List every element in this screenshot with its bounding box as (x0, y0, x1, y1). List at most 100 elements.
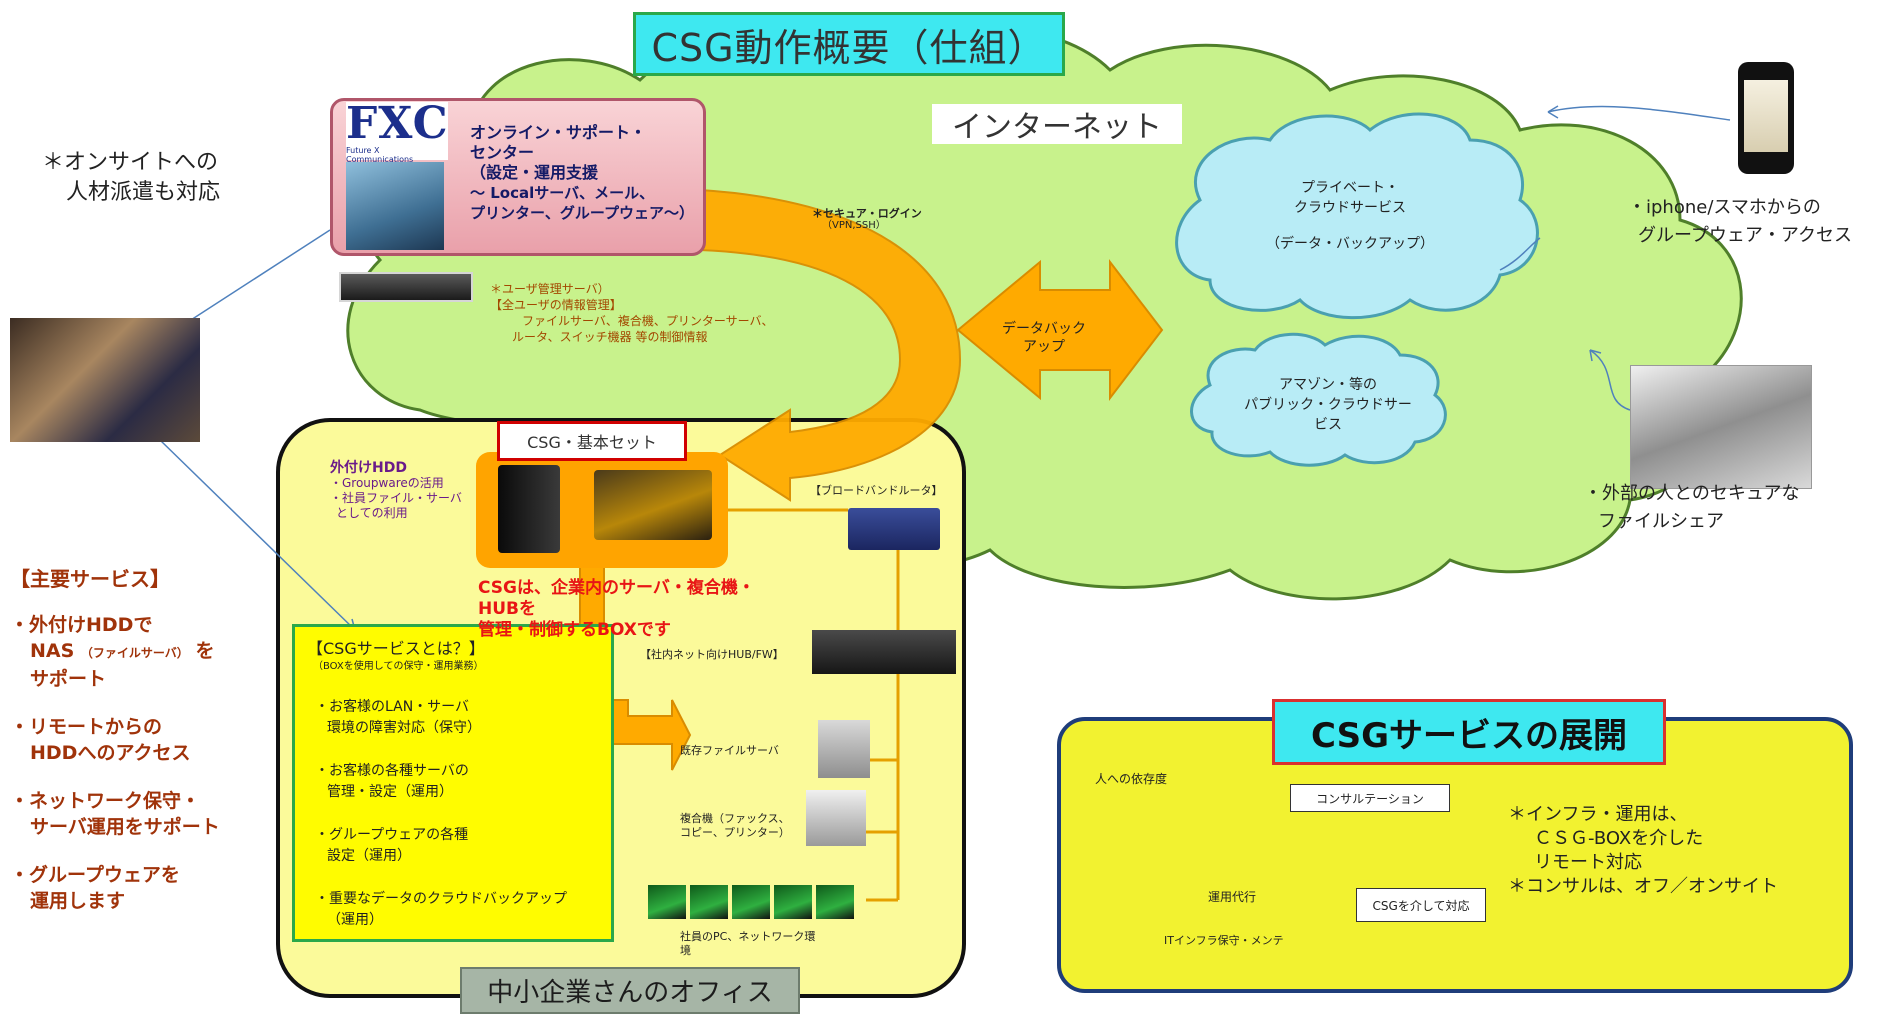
hdd-line3: としての利用 (336, 506, 408, 520)
csg-basic-set-label: CSG・基本セット (497, 421, 687, 461)
service-item-groupware: ・グループウェアを 運用します (10, 862, 220, 914)
external-caption: ・外部の人とのセキュアな ファイルシェア (1584, 480, 1799, 536)
service-item-groupware-line2: 運用します (30, 890, 126, 912)
service-item-network-line2: サーバ運用をサポート (30, 816, 220, 838)
dependency-axis-label: 人への依存度 (1095, 772, 1168, 786)
network-lines (720, 508, 900, 902)
iphone-caption-line2: グループウェア・アクセス (1638, 225, 1853, 246)
internal-hub-label: 【社内ネット向けHUB/FW】 (640, 648, 784, 661)
service-item-nas-particle: を (195, 640, 215, 662)
fxc-logo-text: FXC (346, 98, 449, 149)
employee-pc-label: 社員のPC、ネットワーク環 境 (680, 930, 815, 958)
server-rack-icon (339, 272, 473, 302)
operator-photo (346, 162, 444, 250)
public-cloud-text: アマゾン・等の パブリック・クラウドサー ビス (1228, 375, 1428, 435)
onsite-note-line2: 人材派遣も対応 (66, 180, 221, 205)
file-server-pc-icon (818, 720, 870, 778)
csg-service-item2-line2: 管理・設定（運用） (327, 784, 453, 800)
csg-service-item4: ・重要なデータのクラウドバックアップ （運用） (315, 889, 567, 931)
service-item-network: ・ネットワーク保守・ サーバ運用をサポート (10, 788, 220, 840)
operation-agency-label: 運用代行 (1208, 890, 1257, 904)
page-title: CSG動作概要（仕組） (633, 12, 1065, 76)
employee-pc-line2: 境 (680, 944, 691, 957)
service-item-remote-line1: ・リモートからの (10, 716, 163, 738)
public-cloud-line1: アマゾン・等の (1279, 377, 1377, 393)
employee-pc-line1: 社員のPC、ネットワーク環 (680, 930, 816, 943)
support-line1: オンライン・サポート・ (470, 123, 647, 142)
mfp-label: 複合機（ファックス、 コピー、プリンター） (680, 812, 790, 840)
it-infra-label: ITインフラ保守・メンテ (1164, 934, 1284, 947)
smartphone-icon (1738, 62, 1794, 174)
service-item-nas: ・外付けHDDで NAS （ファイルサーバ） を サポート (10, 612, 220, 692)
csg-service-item1-line2: 環境の障害対応（保守） (327, 720, 481, 736)
csg-service-item3-line2: 設定（運用） (327, 848, 411, 864)
service-item-groupware-line1: ・グループウェアを (10, 864, 180, 886)
onsite-note: ＊オンサイトへの 人材派遣も対応 (42, 148, 220, 208)
expansion-note-line2: ＣＳＧ-BOXを介した (1534, 828, 1704, 849)
secure-login-arrow (699, 188, 962, 502)
main-services-heading: 【主要サービス】 (10, 567, 170, 591)
hdd-heading: 外付けHDD (330, 460, 407, 476)
hdd-line1: ・Groupwareの活用 (330, 476, 444, 490)
consulting-label: コンサルテーション (1290, 784, 1450, 812)
data-backup-line2: アップ (1023, 339, 1065, 355)
csg-service-item1: ・お客様のLAN・サーバ 環境の障害対応（保守） (315, 697, 481, 739)
service-item-remote-line2: HDDへのアクセス (30, 742, 191, 764)
csg-service-subtitle: （BOXを使用しての保守・運用業務） (313, 661, 484, 672)
fxc-logo-sub: Future X Communications (346, 146, 414, 164)
existing-file-server-label: 既存ファイルサーバ (680, 744, 779, 757)
user-mgmt-server-text: ＊ユーザ管理サーバ） 【全ユーザの情報管理】 ファイルサーバ、複合機、プリンター… (490, 281, 774, 345)
employee-laptops-icon (648, 885, 862, 923)
csg-service-item3: ・グループウェアの各種 設定（運用） (315, 825, 468, 867)
mfp-line1: 複合機（ファックス、 (680, 812, 790, 825)
user-mgmt-line4: ルータ、スイッチ機器 等の制御情報 (512, 330, 708, 344)
secure-login-label: ＊セキュア・ログイン （VPN,SSH） (812, 208, 922, 232)
expansion-note-line4: ＊コンサルは、オフ／オンサイト (1508, 876, 1778, 897)
service-item-nas-line3: サポート (30, 668, 107, 690)
internet-label: インターネット (932, 104, 1182, 145)
csg-service-item3-line1: ・グループウェアの各種 (315, 827, 469, 843)
mfp-line2: コピー、プリンター） (680, 826, 790, 839)
csg-desc-line2: HUBを (478, 599, 536, 619)
private-cloud-line3: （データ・バックアップ） (1266, 236, 1434, 252)
iphone-caption-line1: ・iphone/スマホからの (1628, 197, 1821, 218)
support-line5: プリンター、グループウェア～） (470, 204, 694, 222)
broadband-router-label: 【ブロードバンドルータ】 (810, 484, 943, 497)
user-mgmt-line1: ＊ユーザ管理サーバ） (490, 282, 610, 296)
hdd-line2: ・社員ファイル・サーバ (330, 491, 462, 505)
private-cloud-line2: クラウドサービス (1294, 200, 1406, 216)
public-cloud-line3: ビス (1314, 417, 1342, 433)
data-backup-arrow (956, 259, 1164, 401)
external-caption-line2: ファイルシェア (1598, 511, 1724, 532)
csg-service-item4-line2: （運用） (327, 912, 383, 928)
private-cloud-text: プライベート・ クラウドサービス （データ・バックアップ） (1250, 178, 1450, 254)
secure-login-line1: ＊セキュア・ログイン (812, 207, 922, 220)
csg-desc-line1: CSGは、企業内のサーバ・複合機・ (478, 578, 755, 598)
support-center-text: オンライン・サポート・ センター （設定・運用支援 ～ Localサーバ、メール… (470, 123, 694, 223)
public-cloud (1190, 332, 1447, 467)
hub-icon (812, 630, 956, 674)
private-cloud-line1: プライベート・ (1301, 180, 1399, 196)
csg-service-box: 【CSGサービスとは？】 （BOXを使用しての保守・運用業務） ・お客様のLAN… (292, 624, 614, 942)
data-backup-label: データバック アップ (1002, 320, 1086, 356)
support-line3: （設定・運用支援 (470, 163, 599, 182)
service-item-nas-small: （ファイルサーバ） (80, 646, 189, 660)
service-item-remote: ・リモートからの HDDへのアクセス (10, 714, 220, 766)
onsite-note-line1: ＊オンサイトへの (42, 150, 219, 175)
csg-service-item2-line1: ・お客様の各種サーバの (315, 763, 469, 779)
external-caption-line1: ・外部の人とのセキュアな (1584, 483, 1800, 504)
support-line4: ～ Localサーバ、メール、 (470, 184, 655, 202)
laptop-lock-icon (1630, 365, 1812, 489)
office-title: 中小企業さんのオフィス (460, 967, 800, 1014)
external-hdd-text: 外付けHDD ・Groupwareの活用 ・社員ファイル・サーバ としての利用 (330, 461, 462, 521)
team-photo (10, 318, 200, 442)
expansion-note-line1: ＊インフラ・運用は、 (1508, 804, 1688, 825)
service-item-network-line1: ・ネットワーク保守・ (10, 790, 201, 812)
csg-service-title: 【CSGサービスとは？】 (307, 639, 485, 658)
main-services: 【主要サービス】 ・外付けHDDで NAS （ファイルサーバ） を サポート ・… (10, 566, 220, 936)
data-backup-line1: データバック (1002, 321, 1086, 337)
public-cloud-line2: パブリック・クラウドサー (1244, 397, 1412, 413)
csg-desc-line3: 管理・制御するBOXです (478, 620, 671, 640)
support-line2: センター (470, 143, 535, 162)
iphone-caption: ・iphone/スマホからの グループウェア・アクセス (1628, 194, 1852, 250)
